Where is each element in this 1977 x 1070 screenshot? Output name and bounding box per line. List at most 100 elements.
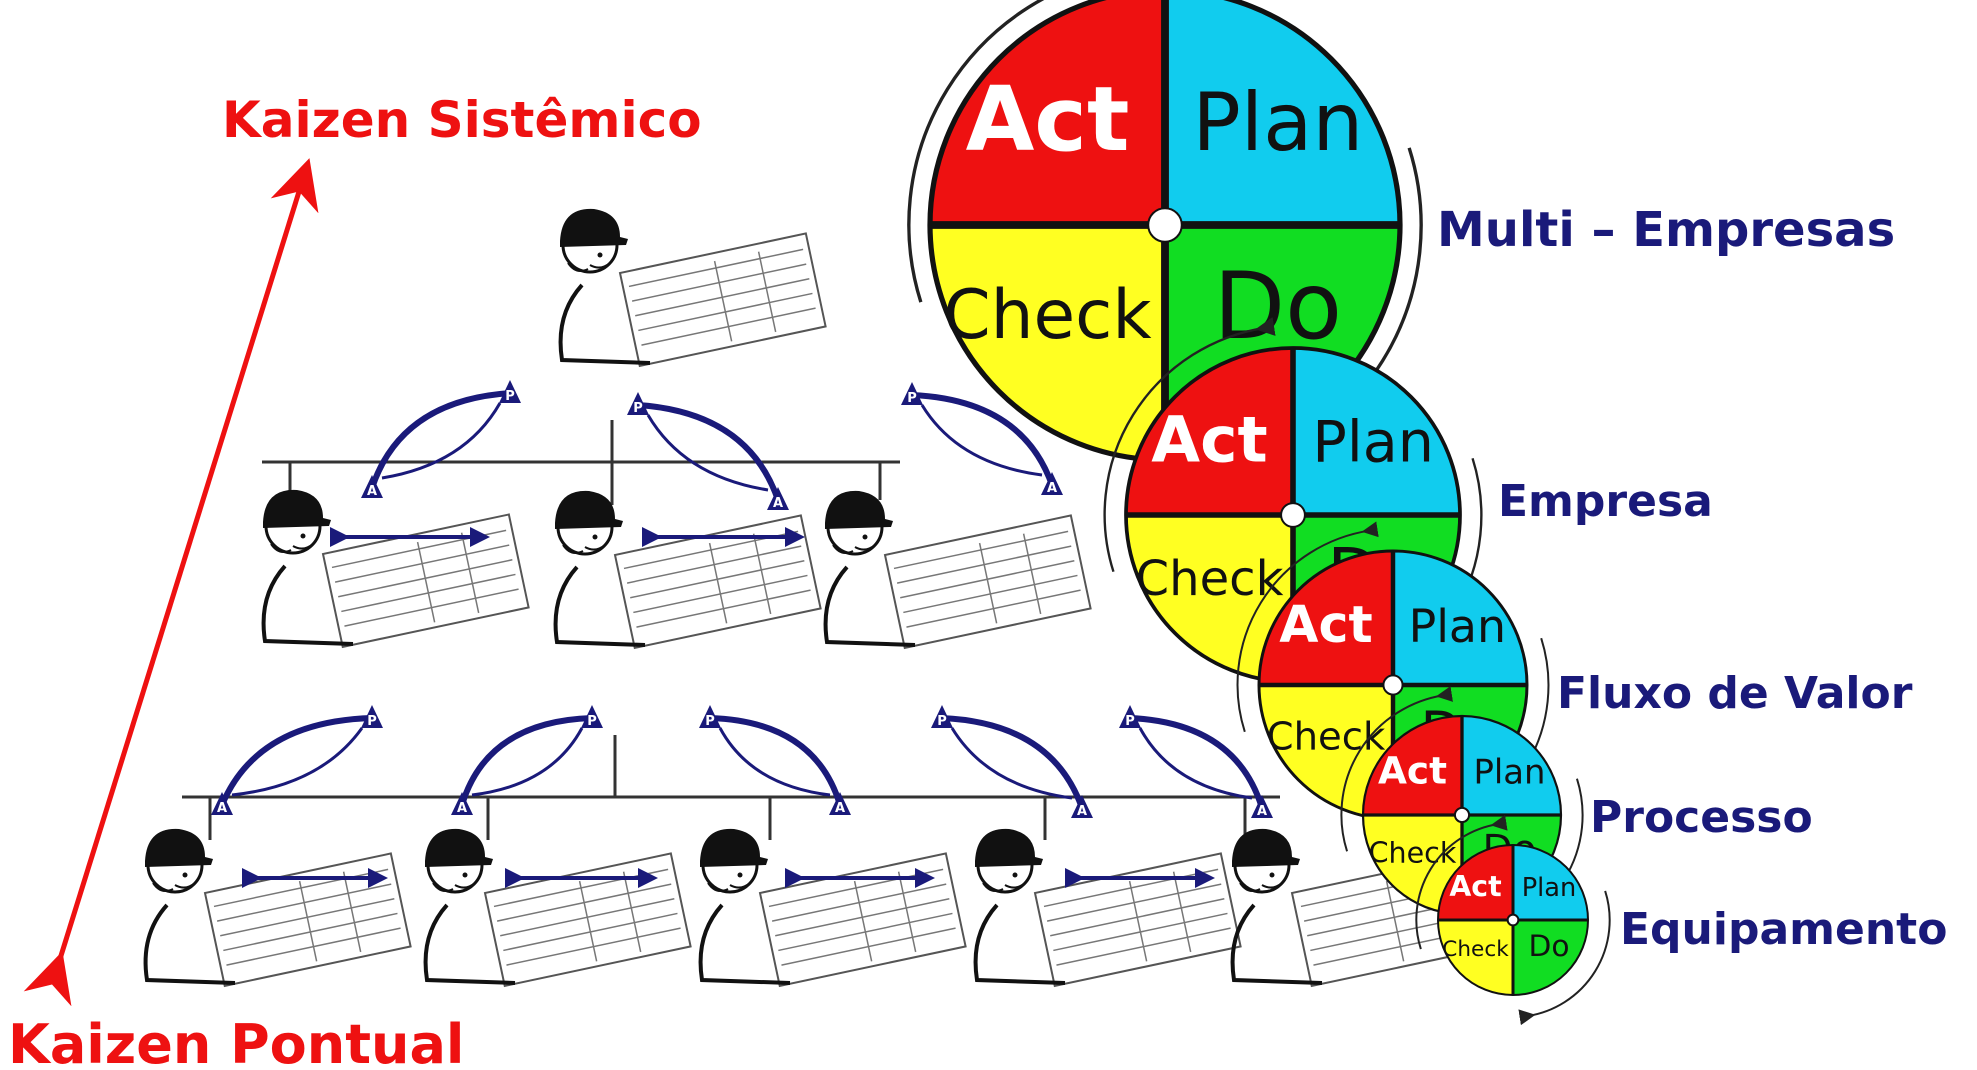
plan-badge: P <box>699 705 721 729</box>
org-chart-lines <box>182 420 1280 840</box>
act-quadrant <box>1259 551 1393 685</box>
check-quadrant <box>930 225 1165 460</box>
plan-label: Plan <box>1409 599 1506 653</box>
act-badge: A <box>1251 795 1273 819</box>
level-label-fluxo-de-valor: Fluxo de Valor <box>1557 668 1913 719</box>
document-icon <box>758 852 967 988</box>
plan-badge: P <box>627 392 649 416</box>
svg-text:A: A <box>835 801 845 816</box>
svg-text:P: P <box>937 714 947 729</box>
pdca-cycle-arrow-icon <box>1129 715 1265 809</box>
act-label: Act <box>966 68 1130 171</box>
act-label: Act <box>1279 595 1372 654</box>
plan-badge: P <box>901 382 923 406</box>
svg-text:A: A <box>217 801 227 816</box>
act-badge: A <box>451 792 473 816</box>
plan-quadrant <box>1462 716 1561 815</box>
plan-label: Plan <box>1192 75 1363 169</box>
check-quadrant <box>1438 920 1513 995</box>
plan-quadrant <box>1513 845 1588 920</box>
plan-badge: P <box>361 705 383 729</box>
worker-with-document-icon <box>553 490 822 650</box>
act-quadrant <box>930 0 1165 225</box>
svg-text:A: A <box>1077 804 1087 819</box>
svg-text:P: P <box>705 714 715 729</box>
svg-text:A: A <box>367 484 377 499</box>
plan-label: Plan <box>1474 752 1546 791</box>
do-label: Do <box>1214 252 1343 360</box>
act-badge: A <box>1071 795 1093 819</box>
kaizen-sistemico-label: Kaizen Sistêmico <box>222 91 702 149</box>
plan-quadrant <box>1165 0 1400 225</box>
level-label-processo: Processo <box>1590 792 1813 843</box>
act-quadrant <box>1126 348 1293 515</box>
worker-with-document-icon <box>261 489 530 649</box>
pdca-cycle-arrow-icon <box>471 727 584 797</box>
document-icon <box>321 513 530 649</box>
act-badge: A <box>829 792 851 816</box>
worker-with-document-icon <box>973 828 1242 988</box>
pdca-cycle-arrow-icon <box>920 404 1043 477</box>
pdca-cycle-arrow-icon <box>381 402 502 480</box>
plan-badge: P <box>931 705 953 729</box>
plan-label: Plan <box>1312 410 1434 476</box>
kaizen-scale-arrow <box>23 158 319 1007</box>
svg-text:A: A <box>1257 804 1267 819</box>
svg-text:A: A <box>773 496 783 511</box>
pdca-cycle-arrow-icon <box>1138 727 1253 800</box>
worker-with-document-icon <box>558 208 827 368</box>
document-icon <box>613 514 822 650</box>
svg-text:A: A <box>1047 481 1057 496</box>
check-quadrant <box>1126 515 1293 682</box>
document-icon <box>1033 852 1242 988</box>
kaizen-pontual-label: Kaizen Pontual <box>8 1013 464 1066</box>
level-label-empresa: Empresa <box>1498 476 1713 527</box>
act-label: Act <box>1378 748 1447 792</box>
act-label: Act <box>1151 403 1267 477</box>
svg-text:A: A <box>457 801 467 816</box>
plan-badge: P <box>1119 705 1141 729</box>
check-label: Check <box>943 275 1151 354</box>
act-quadrant <box>1363 716 1462 815</box>
plan-badge: P <box>499 380 521 404</box>
check-label: Check <box>1136 551 1284 607</box>
worker-with-document-icon <box>143 828 412 988</box>
plan-badge: P <box>581 705 603 729</box>
act-label: Act <box>1449 870 1501 903</box>
document-icon <box>883 514 1092 650</box>
level-label-equipamento: Equipamento <box>1620 904 1947 955</box>
worker-with-document-icon <box>423 828 692 988</box>
plan-quadrant <box>1393 551 1527 685</box>
do-label: Do <box>1528 929 1569 964</box>
svg-text:P: P <box>587 714 597 729</box>
pdca-cycle-arrow-icon <box>941 715 1085 810</box>
check-label: Check <box>1442 937 1509 962</box>
plan-label: Plan <box>1522 873 1577 903</box>
worker-with-document-icon <box>698 828 967 988</box>
act-badge: A <box>767 487 789 511</box>
level-labels: Multi – Empresas Empresa Fluxo de Valor … <box>1437 202 1947 955</box>
do-quadrant <box>1513 920 1588 995</box>
pdca-cycle-arrow-icon <box>709 715 843 806</box>
document-icon <box>483 852 692 988</box>
svg-text:P: P <box>367 714 377 729</box>
plan-quadrant <box>1293 348 1460 515</box>
check-quadrant <box>1259 685 1393 819</box>
worker-with-document-icon <box>823 490 1092 650</box>
check-label: Check <box>1267 714 1386 759</box>
check-quadrant <box>1363 815 1462 914</box>
pdca-cycle-arrow-icon <box>637 402 781 501</box>
svg-text:P: P <box>907 391 917 406</box>
pdca-cycle-arrow-icon <box>459 715 593 806</box>
pdca-cycle-arrow-icon <box>369 390 511 489</box>
cycle-arrows: P A P A P A P A P A P A P A P A <box>211 380 1273 819</box>
document-icon <box>203 852 412 988</box>
pdca-cycle-arrow-icon <box>911 392 1055 487</box>
pdca-circles: ActPlanCheckDoActPlanCheckDoActPlanCheck… <box>907 0 1611 1026</box>
level-label-multi-empresas: Multi – Empresas <box>1437 202 1895 258</box>
svg-text:P: P <box>633 401 643 416</box>
